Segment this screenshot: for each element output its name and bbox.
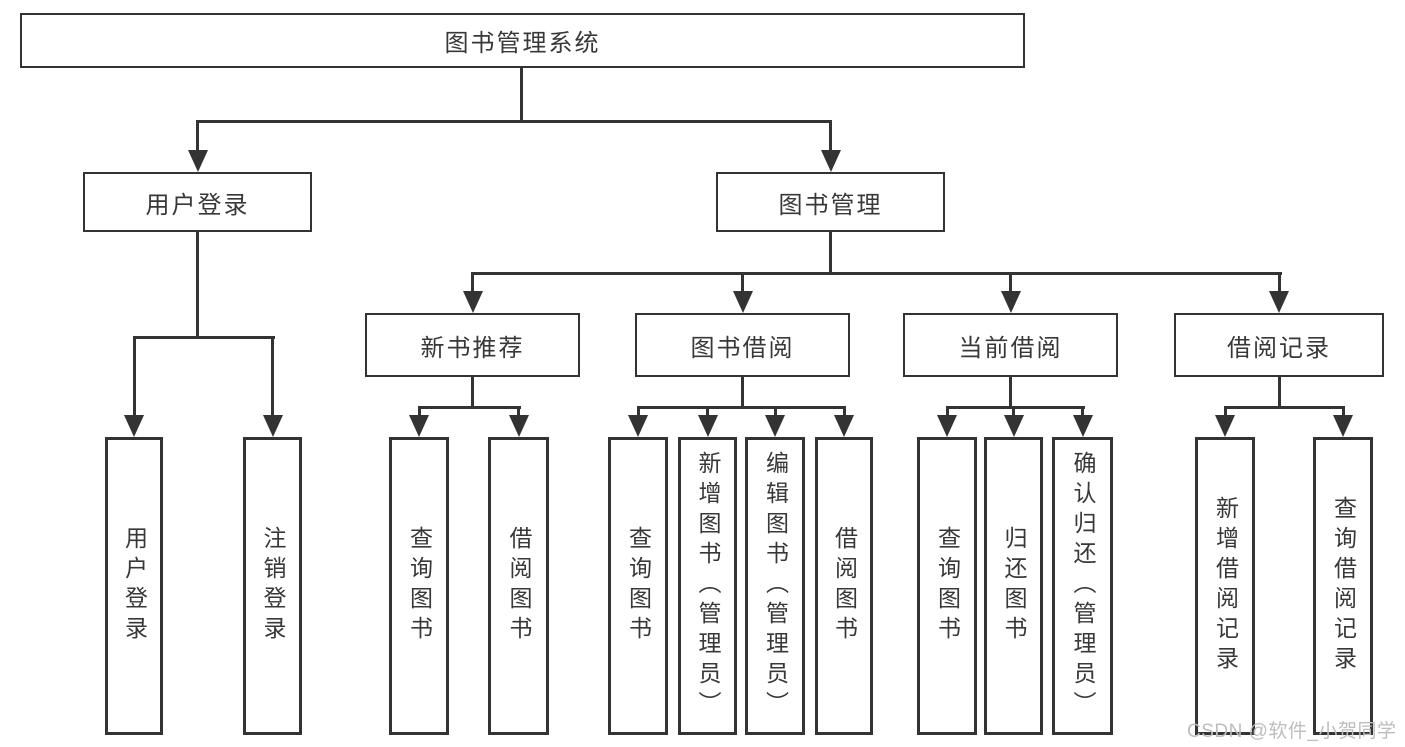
connector-records-leaf2 bbox=[1341, 406, 1345, 417]
node-label: 新书推荐 bbox=[420, 334, 525, 362]
connector-records-branch bbox=[1223, 406, 1345, 409]
leaf-add-borrow-record: 新增借阅记录 bbox=[1195, 437, 1255, 735]
node-label: 查询图书 bbox=[625, 526, 652, 646]
connector-root-branch bbox=[196, 120, 832, 123]
leaf-borrow-books: 借阅图书 bbox=[815, 437, 873, 735]
leaf-add-books-admin: 新增图书（管理员） bbox=[678, 437, 737, 735]
connector-borrow-stem bbox=[741, 377, 744, 408]
arrowhead-icon bbox=[1333, 415, 1353, 437]
connector-management-branch bbox=[471, 272, 1282, 275]
node-label: 借阅记录 bbox=[1227, 334, 1331, 362]
connector-current-stem bbox=[1009, 377, 1012, 408]
arrowhead-icon bbox=[1003, 415, 1024, 437]
connector-borrow-branch bbox=[636, 406, 846, 409]
csdn-watermark: CSDN @软件_小贺同学 bbox=[1187, 721, 1397, 742]
leaf-recommend-borrow-books: 借阅图书 bbox=[488, 437, 549, 735]
node-label: 用户登录 bbox=[121, 526, 148, 646]
arrowhead-icon bbox=[1215, 415, 1235, 437]
connector-current-leaf3 bbox=[1081, 406, 1084, 417]
node-label: 查询借阅记录 bbox=[1330, 496, 1357, 676]
connector-recommend-stem bbox=[471, 377, 474, 408]
leaf-recommend-query-books: 查询图书 bbox=[389, 437, 449, 735]
node-label: 注销登录 bbox=[260, 526, 286, 646]
node-borrow-records: 借阅记录 bbox=[1174, 313, 1384, 377]
arrowhead-icon bbox=[765, 415, 785, 437]
node-library-management-system: 图书管理系统 bbox=[20, 13, 1025, 68]
leaf-borrow-query-books: 查询图书 bbox=[608, 437, 668, 735]
connector-borrow-leaf2 bbox=[706, 406, 709, 417]
connector-records-stem bbox=[1277, 377, 1281, 408]
arrowhead-icon bbox=[732, 291, 753, 313]
leaf-user-login: 用户登录 bbox=[105, 437, 163, 735]
leaf-query-borrow-record: 查询借阅记录 bbox=[1313, 437, 1373, 735]
connector-recommend-leaf2 bbox=[517, 406, 520, 417]
node-user-login: 用户登录 bbox=[83, 172, 312, 232]
connector-root-stem bbox=[519, 68, 523, 122]
node-label: 新增图书（管理员） bbox=[695, 451, 721, 721]
node-label: 借阅图书 bbox=[506, 526, 532, 646]
node-current-borrow: 当前借阅 bbox=[903, 313, 1118, 377]
connector-recommend-leaf1 bbox=[417, 406, 421, 417]
arrowhead-icon bbox=[124, 415, 144, 437]
arrowhead-icon bbox=[1072, 415, 1093, 437]
arrowhead-icon bbox=[409, 415, 429, 437]
node-label: 图书借阅 bbox=[690, 334, 795, 362]
node-label: 用户登录 bbox=[145, 191, 250, 219]
connector-borrow-leaf3 bbox=[773, 406, 777, 417]
arrowhead-icon bbox=[262, 415, 283, 437]
leaf-current-query-books: 查询图书 bbox=[917, 437, 977, 735]
connector-current-branch bbox=[945, 406, 1085, 409]
connector-root-to-login bbox=[196, 120, 199, 152]
connector-current-leaf2 bbox=[1012, 406, 1015, 417]
connector-to-borrow bbox=[741, 272, 744, 293]
connector-login-stem bbox=[196, 232, 199, 338]
node-label: 当前借阅 bbox=[958, 334, 1063, 362]
node-book-borrow: 图书借阅 bbox=[635, 313, 850, 377]
arrowhead-icon bbox=[1269, 291, 1289, 313]
node-label: 新增借阅记录 bbox=[1212, 496, 1239, 676]
node-book-management: 图书管理 bbox=[716, 172, 945, 232]
leaf-edit-books-admin: 编辑图书（管理员） bbox=[745, 437, 805, 735]
connector-login-branch bbox=[132, 336, 275, 339]
node-label: 查询图书 bbox=[934, 526, 961, 646]
node-label: 借阅图书 bbox=[831, 526, 858, 646]
connector-login-to-leaf1 bbox=[132, 336, 136, 417]
node-label: 查询图书 bbox=[406, 526, 433, 646]
node-label: 归还图书 bbox=[1001, 526, 1027, 646]
connector-to-records bbox=[1277, 272, 1281, 293]
node-label: 图书管理 bbox=[778, 191, 883, 219]
arrowhead-icon bbox=[628, 415, 648, 437]
arrowhead-icon bbox=[508, 415, 529, 437]
connector-recommend-branch bbox=[417, 406, 521, 409]
node-new-book-recommend: 新书推荐 bbox=[365, 313, 580, 377]
leaf-return-books: 归还图书 bbox=[984, 437, 1043, 735]
connector-current-leaf1 bbox=[945, 406, 949, 417]
connector-root-to-management bbox=[829, 120, 832, 152]
arrowhead-icon bbox=[937, 415, 957, 437]
node-label: 编辑图书（管理员） bbox=[762, 451, 789, 721]
leaf-logout: 注销登录 bbox=[243, 437, 302, 735]
connector-login-to-leaf2 bbox=[271, 336, 274, 417]
connector-management-stem bbox=[829, 232, 832, 274]
arrowhead-icon bbox=[820, 150, 841, 172]
arrowhead-icon bbox=[462, 291, 483, 313]
node-label: 图书管理系统 bbox=[444, 30, 601, 57]
connector-to-recommend bbox=[471, 272, 474, 293]
arrowhead-icon bbox=[1000, 291, 1021, 313]
connector-borrow-leaf1 bbox=[636, 406, 640, 417]
arrowhead-icon bbox=[834, 415, 854, 437]
leaf-confirm-return-admin: 确认归还（管理员） bbox=[1052, 437, 1113, 735]
connector-borrow-leaf4 bbox=[842, 406, 846, 417]
node-label: 确认归还（管理员） bbox=[1070, 451, 1096, 721]
arrowhead-icon bbox=[697, 415, 718, 437]
connector-records-leaf1 bbox=[1223, 406, 1227, 417]
connector-to-current bbox=[1009, 272, 1012, 293]
arrowhead-icon bbox=[187, 150, 208, 172]
